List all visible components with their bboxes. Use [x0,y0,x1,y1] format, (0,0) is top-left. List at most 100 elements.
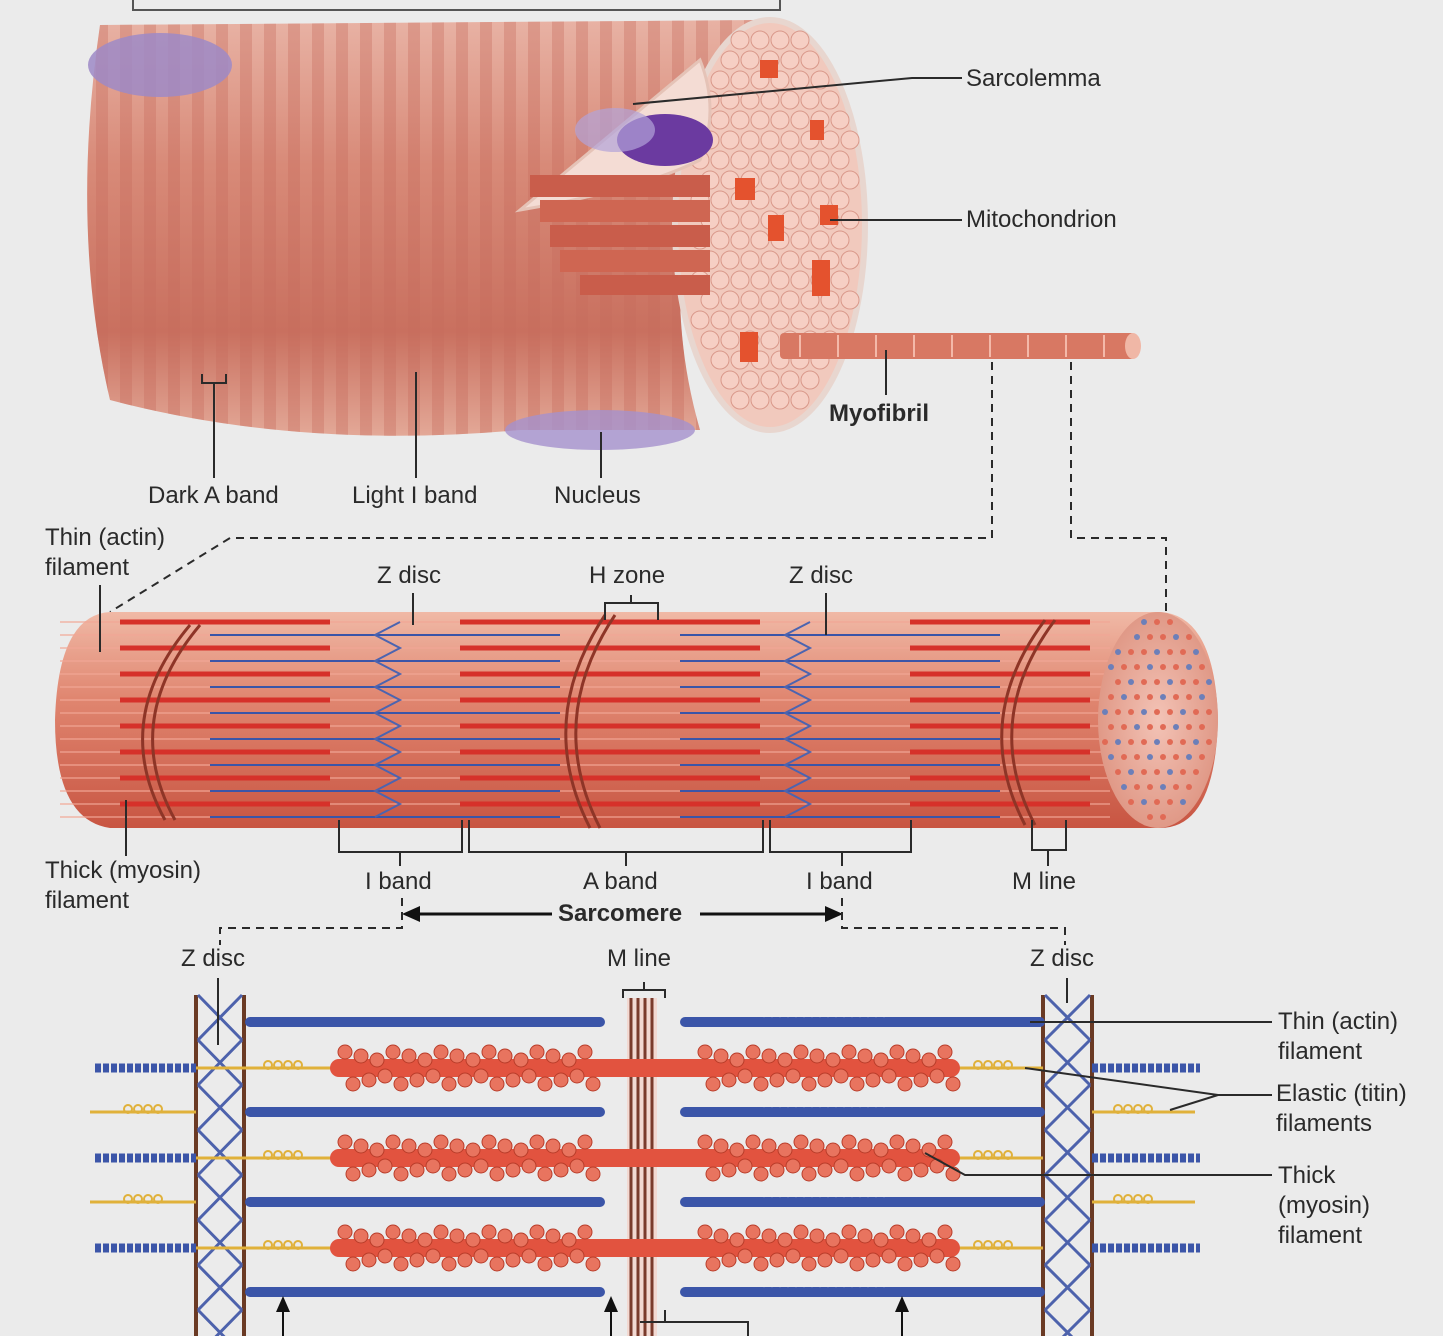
myosin-head [353,1048,369,1064]
myosin-head [753,1076,769,1092]
filament-dot [1173,784,1179,790]
myofibril-cross-section [810,230,830,250]
myosin-head [441,1076,457,1092]
myofibril-cross-section [830,110,850,130]
myosin-head [745,1224,761,1240]
titin-coil [123,1104,133,1114]
myosin-head [417,1232,433,1248]
titin-coil [1143,1104,1153,1114]
myosin-head [841,1044,857,1060]
mitochondrion-label: Mitochondrion [966,206,1117,233]
exposed-myofibrils [530,175,710,295]
myosin-head [729,1142,745,1158]
thin-actin-filaments [95,1017,1200,1297]
myosin-head [385,1134,401,1150]
myosin-head [913,1162,929,1178]
filament-dot [1147,634,1153,640]
myosin-head [417,1142,433,1158]
myosin-head [449,1228,465,1244]
myofibril-cross-section [750,390,770,410]
myosin-head [537,1166,553,1182]
myosin-head [337,1224,353,1240]
titin-coil [133,1194,143,1204]
myosin-head [569,1068,585,1084]
myosin-head [569,1158,585,1174]
thick-myosin-label-bottom-line1: Thick [1278,1162,1336,1189]
myofibril-cross-section [810,150,830,170]
filament-dot [1173,694,1179,700]
myosin-head [449,1138,465,1154]
titin-coil [273,1150,283,1160]
myofibril-cross-section [750,270,770,290]
titin-coil [153,1104,163,1114]
titin-coil [263,1240,273,1250]
myosin-head [577,1134,593,1150]
band-lines [141,614,1057,829]
myosin-head [929,1158,945,1174]
myosin-head [793,1044,809,1060]
titin-coil [293,1150,303,1160]
myofibril-tube [55,612,1218,828]
myofibril-cross-section [710,70,730,90]
filament-dot [1102,739,1108,745]
myosin-head [937,1224,953,1240]
myosin-head [553,1072,569,1088]
myofibril-leader-lines [99,585,1067,866]
titin-coil [1133,1194,1143,1204]
myosin-head [705,1256,721,1272]
myofibril-cross-section [720,370,740,390]
myosin-head [337,1044,353,1060]
myofibril-cross-section [740,90,760,110]
titin-coil [1003,1150,1013,1160]
filament-dot [1141,739,1147,745]
filament-dot [1128,739,1134,745]
myosin-head [881,1248,897,1264]
m-line-label-mid: M line [1012,868,1077,895]
myosin-head [401,1138,417,1154]
myosin-head [897,1256,913,1272]
thick-myosin-label-bottom-line3: filament [1278,1222,1363,1249]
myofibril-cross-section [710,230,730,250]
myosin-head [585,1166,601,1182]
i-band-label-right: I band [806,868,873,895]
myosin-head [577,1044,593,1060]
myosin-head [393,1076,409,1092]
mitochondria [735,60,838,362]
myofibril-cross-section [730,150,750,170]
filament-dot [1193,709,1199,715]
titin-coil [133,1104,143,1114]
myofibril-cross-section [760,250,780,270]
myosin-head [889,1224,905,1240]
myofibril-cross-section [740,370,760,390]
titin-coil [973,1240,983,1250]
myofibril-cross-section [740,210,760,230]
myofibril-cross-section [800,170,820,190]
filament-dot [1154,679,1160,685]
myosin-head [745,1044,761,1060]
filament-dot [1108,754,1114,760]
thick-myosin-label-bottom-line2: (myosin) [1278,1192,1371,1219]
filament-dot [1141,679,1147,685]
myosin-head [425,1248,441,1264]
myosin-head [857,1228,873,1244]
myofibril-cross-section [810,310,830,330]
thin-actin-label-bottom: Thin (actin) filament [1278,1007,1398,1067]
myofibril-cross-section [770,390,790,410]
filament-dot [1115,649,1121,655]
z-disc-zigzag [782,621,813,818]
titin-coil [123,1194,133,1204]
i-band-label-left: I band [365,868,432,895]
myosin-head [561,1142,577,1158]
myosin-head [801,1256,817,1272]
myosin-head [489,1166,505,1182]
zoom-connectors-2 [219,898,1066,945]
z-disc-link [1043,1263,1092,1312]
myosin-head [337,1134,353,1150]
filament-dot [1134,724,1140,730]
myosin-head [785,1068,801,1084]
filament-dot [1154,739,1160,745]
nucleus [505,410,695,450]
myosin-head [441,1256,457,1272]
filament-dot [1199,664,1205,670]
